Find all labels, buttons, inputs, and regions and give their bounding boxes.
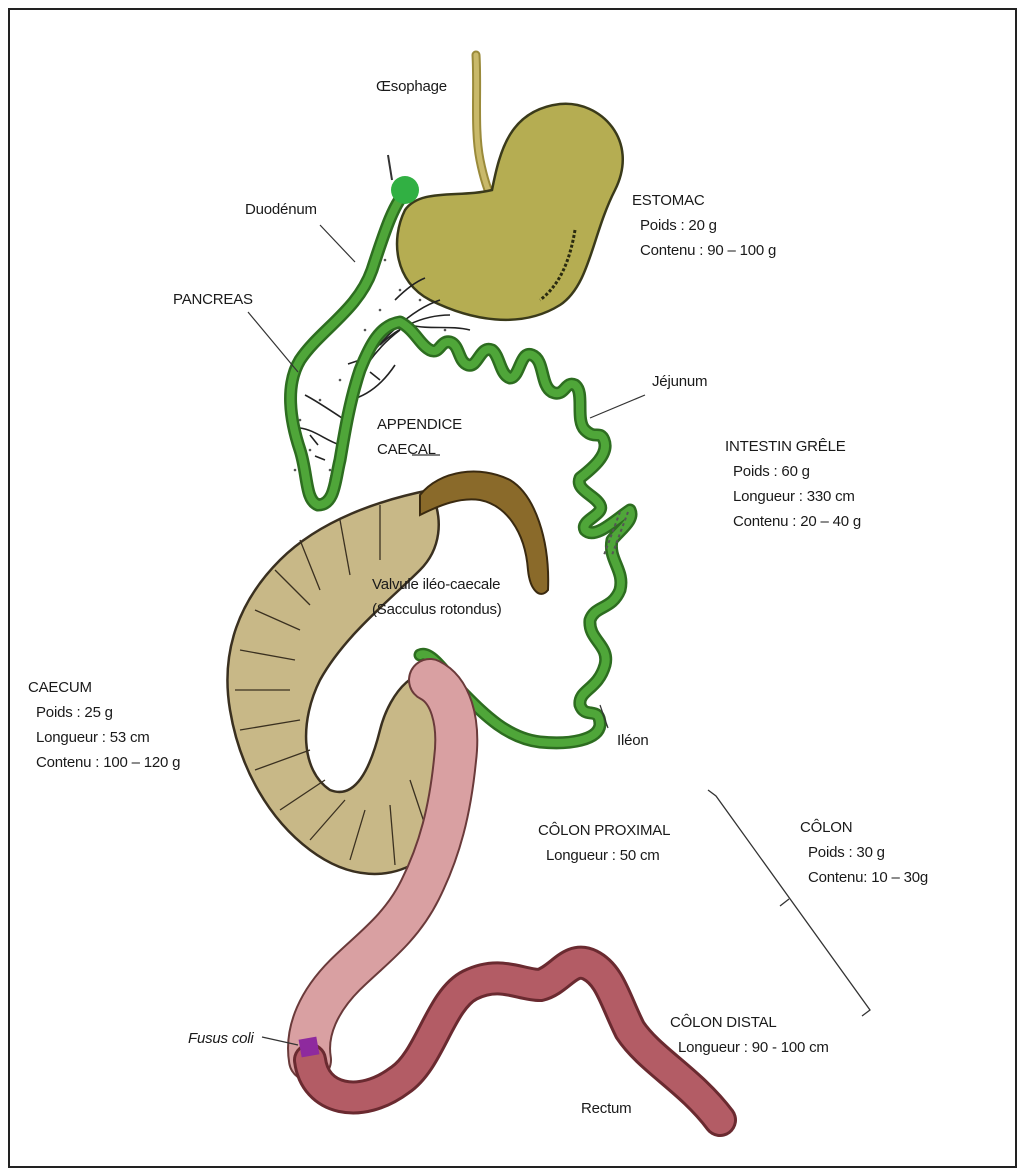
intestin-info: INTESTIN GRÊLE Poids : 60 g Longueur : 3… [725, 434, 861, 534]
intestin-longueur: Longueur : 330 cm [725, 484, 861, 509]
estomac-title: ESTOMAC [632, 188, 776, 213]
fusus-coli-marker [299, 1037, 320, 1058]
caecum-contenu: Contenu : 100 – 120 g [28, 750, 180, 775]
intestin-poids: Poids : 60 g [725, 459, 861, 484]
colon-proximal-info: CÔLON PROXIMAL Longueur : 50 cm [538, 818, 670, 868]
label-appendice: APPENDICE CAECAL [377, 412, 462, 462]
colon-proximal-longueur: Longueur : 50 cm [538, 843, 670, 868]
caecum-title: CAECUM [28, 675, 180, 700]
label-fusus-coli: Fusus coli [188, 1026, 254, 1051]
label-pancreas: PANCREAS [173, 287, 253, 312]
label-appendice-line1: APPENDICE [377, 412, 462, 437]
label-jejunum: Jéjunum [652, 369, 707, 394]
colon-distal-title: CÔLON DISTAL [670, 1010, 829, 1035]
label-appendice-line2: CAECAL [377, 437, 462, 462]
label-oesophage: Œsophage [376, 74, 447, 99]
intestin-contenu: Contenu : 20 – 40 g [725, 509, 861, 534]
label-duodenum: Duodénum [245, 197, 317, 222]
caecum-poids: Poids : 25 g [28, 700, 180, 725]
caecum-longueur: Longueur : 53 cm [28, 725, 180, 750]
estomac-info: ESTOMAC Poids : 20 g Contenu : 90 – 100 … [632, 188, 776, 263]
colon-contenu: Contenu: 10 – 30g [800, 865, 928, 890]
duodenal-bulb [391, 176, 419, 204]
label-valvule-line2: (Sacculus rotondus) [372, 597, 502, 622]
label-valvule: Valvule iléo-caecale (Sacculus rotondus) [372, 572, 502, 622]
colon-distal-info: CÔLON DISTAL Longueur : 90 - 100 cm [670, 1010, 829, 1060]
caecum-info: CAECUM Poids : 25 g Longueur : 53 cm Con… [28, 675, 180, 775]
intestin-title: INTESTIN GRÊLE [725, 434, 861, 459]
estomac-poids: Poids : 20 g [632, 213, 776, 238]
colon-distal-longueur: Longueur : 90 - 100 cm [670, 1035, 829, 1060]
label-ileon: Iléon [617, 728, 649, 753]
label-valvule-line1: Valvule iléo-caecale [372, 572, 502, 597]
label-rectum: Rectum [581, 1096, 631, 1121]
stomach [397, 104, 623, 320]
estomac-contenu: Contenu : 90 – 100 g [632, 238, 776, 263]
colon-title: CÔLON [800, 815, 928, 840]
colon-info: CÔLON Poids : 30 g Contenu: 10 – 30g [800, 815, 928, 890]
colon-poids: Poids : 30 g [800, 840, 928, 865]
colon-proximal-title: CÔLON PROXIMAL [538, 818, 670, 843]
